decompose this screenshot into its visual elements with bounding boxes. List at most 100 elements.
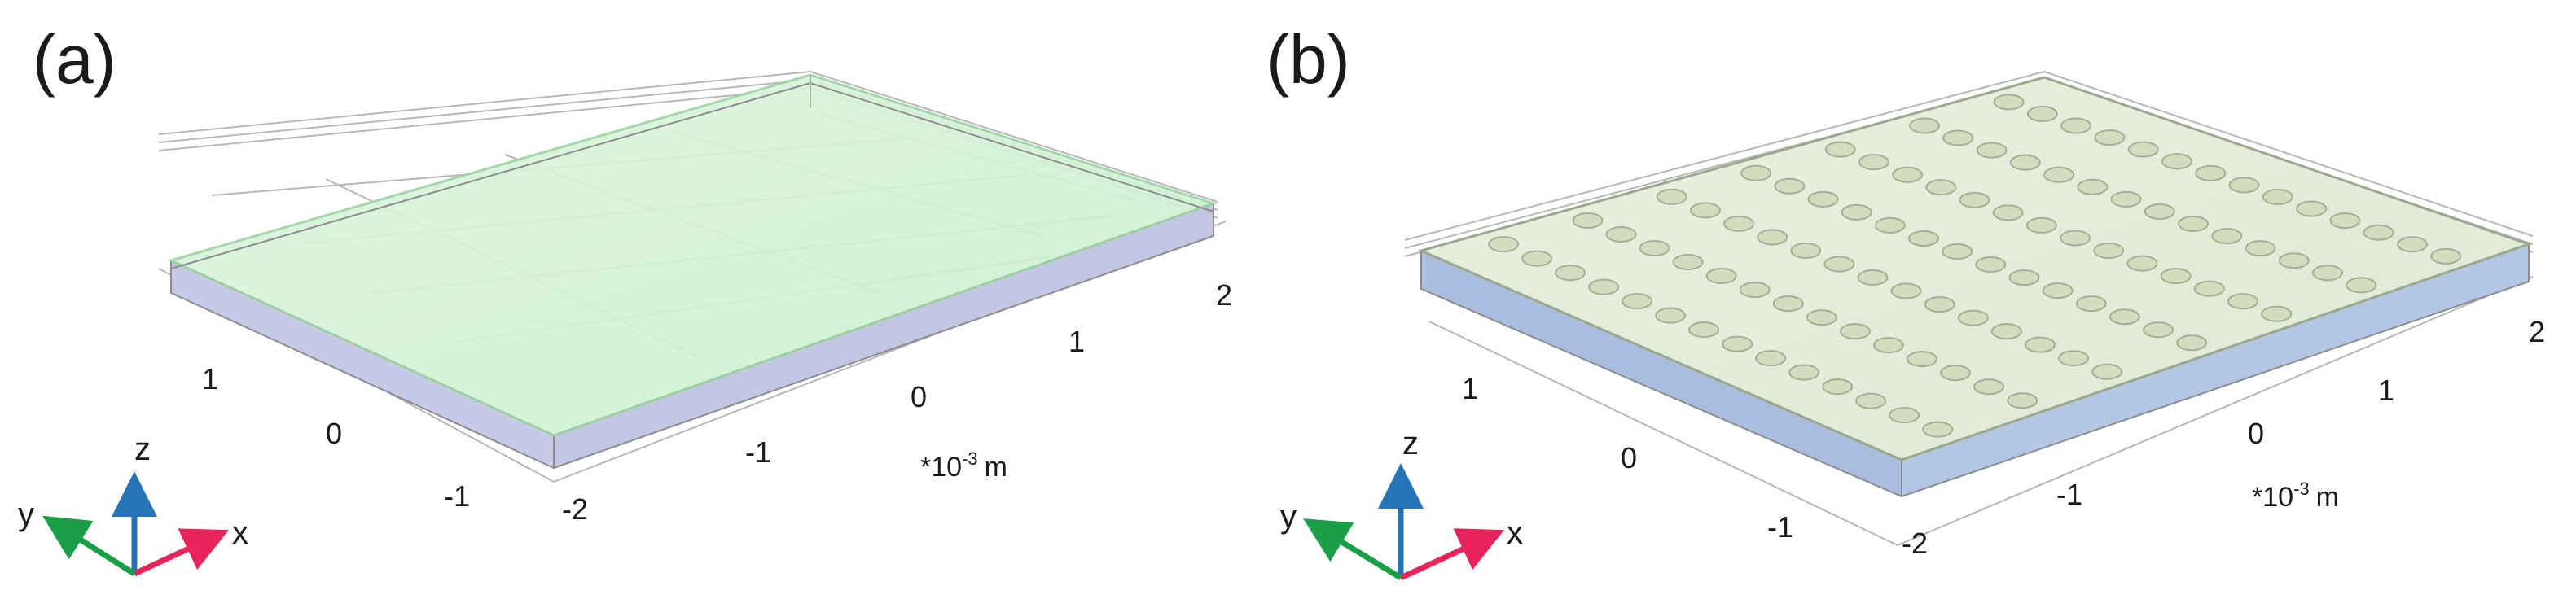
- dimple: [2363, 224, 2394, 241]
- panel-b-unit-base: *10: [2252, 482, 2293, 513]
- panel-b-axis-triad: z x y: [1280, 426, 1523, 581]
- dimple: [1940, 365, 1972, 382]
- dimple: [1739, 282, 1771, 299]
- panel-a-slab: [167, 73, 1218, 470]
- panel-b-y-axis-arrow: [1303, 518, 1402, 580]
- dimple: [1872, 337, 1904, 354]
- panel-b-slab: [1417, 76, 2533, 498]
- dimple: [1722, 335, 1753, 352]
- dimple: [1588, 278, 1620, 295]
- panel-a-x-axis-label: x: [232, 515, 248, 551]
- dimple: [1975, 256, 2007, 273]
- panel-b-label: (b): [1266, 21, 1350, 98]
- panel-a-y-tick: 1: [202, 362, 218, 396]
- dimple: [1957, 309, 1989, 326]
- dimple: [1925, 179, 1957, 196]
- dimple: [2211, 228, 2243, 245]
- panel-b-y-tick: -1: [1767, 510, 1793, 544]
- dimple: [2430, 247, 2462, 265]
- dimple: [2109, 308, 2140, 326]
- dimple: [1807, 190, 1839, 208]
- dimple: [1605, 225, 1637, 243]
- dimple: [2396, 236, 2428, 253]
- dimple: [2042, 282, 2074, 300]
- dimple: [1655, 307, 1687, 324]
- dimple: [1788, 364, 1820, 381]
- dimple: [1822, 378, 1854, 396]
- panel-b: (b) -2 -1 0 1 2 -1 0 1 *10-3 m: [1266, 21, 2545, 581]
- dimple: [2007, 392, 2038, 409]
- panel-b-x-tick: -2: [1902, 527, 1928, 560]
- dimple: [2126, 255, 2158, 272]
- dimple: [1942, 243, 1973, 260]
- panel-b-unit-exp: -3: [2293, 479, 2310, 499]
- dimple: [2193, 280, 2225, 297]
- panel-a-y-tick: 0: [326, 417, 342, 450]
- dimple: [1755, 350, 1787, 367]
- dimple: [1908, 230, 1940, 247]
- panel-b-y-axis-label: y: [1280, 499, 1297, 535]
- panel-a-y-ticks: -1 0 1: [202, 362, 470, 513]
- dimple: [2008, 269, 2040, 286]
- panel-b-unit-label: *10-3 m: [2252, 479, 2339, 513]
- dimple: [1488, 236, 1520, 253]
- dimple: [1823, 256, 1855, 273]
- dimple: [1656, 188, 1687, 205]
- dimple: [1892, 166, 1924, 183]
- panel-b-y-tick: 0: [1621, 441, 1637, 474]
- panel-b-slab-top: [1417, 76, 2533, 461]
- dimple: [2060, 230, 2091, 247]
- panel-b-x-axis-arrow: [1399, 528, 1505, 581]
- panel-a-x-axis-arrow: [133, 528, 230, 577]
- dimple: [2026, 105, 2058, 122]
- dimple: [1790, 242, 1822, 259]
- dimple: [2176, 334, 2208, 352]
- dimple: [2195, 164, 2227, 181]
- dimple: [1942, 129, 1974, 146]
- dimple: [1688, 321, 1720, 339]
- dimple: [1858, 154, 1889, 171]
- panel-a-axis-triad: z x y: [18, 431, 248, 577]
- dimple: [1740, 164, 1772, 181]
- dimple: [2346, 277, 2377, 294]
- panel-b-x-axis-label: x: [1507, 515, 1523, 551]
- dimple: [2043, 166, 2075, 183]
- dimple: [1976, 142, 2008, 159]
- dimple: [2127, 141, 2159, 158]
- dimple: [1890, 282, 1922, 300]
- panel-b-x-ticks: -2 -1 0 1 2: [1902, 315, 2545, 560]
- panel-b-dimple-array: [1488, 94, 2462, 438]
- dimple: [1993, 94, 2025, 111]
- dimple: [1572, 212, 1604, 229]
- panel-b-x-tick: 2: [2529, 315, 2545, 348]
- dimple: [2009, 154, 2041, 171]
- dimple: [2060, 117, 2092, 134]
- dimple: [1521, 250, 1553, 267]
- dimple: [1723, 215, 1755, 232]
- panel-b-y-tick: 1: [1462, 372, 1478, 405]
- dimple: [1622, 293, 1653, 310]
- panel-a-x-tick: -2: [562, 492, 588, 526]
- panel-b-x-tick: 1: [2378, 374, 2394, 407]
- dimple: [1959, 191, 1990, 208]
- dimple: [1672, 254, 1704, 271]
- dimple: [2143, 321, 2174, 339]
- dimple: [1973, 378, 2005, 396]
- panel-a-x-tick: 0: [911, 380, 927, 413]
- panel-b-y-ticks: -1 0 1: [1462, 372, 1793, 544]
- panel-a-unit-suffix: m: [985, 452, 1007, 483]
- dimple: [2024, 336, 2056, 353]
- dimple: [2278, 252, 2310, 269]
- dimple: [1774, 177, 1806, 195]
- panel-b-unit-suffix: m: [2316, 482, 2339, 513]
- dimple: [2091, 363, 2123, 380]
- panel-a-x-tick: 2: [1216, 278, 1232, 312]
- dimple: [1924, 296, 1955, 313]
- dimple: [1992, 204, 2024, 221]
- dimple: [2075, 295, 2107, 313]
- dimple: [2262, 188, 2293, 205]
- panel-a-x-tick: 1: [1069, 325, 1085, 358]
- panel-a-y-axis-arrow: [42, 515, 136, 576]
